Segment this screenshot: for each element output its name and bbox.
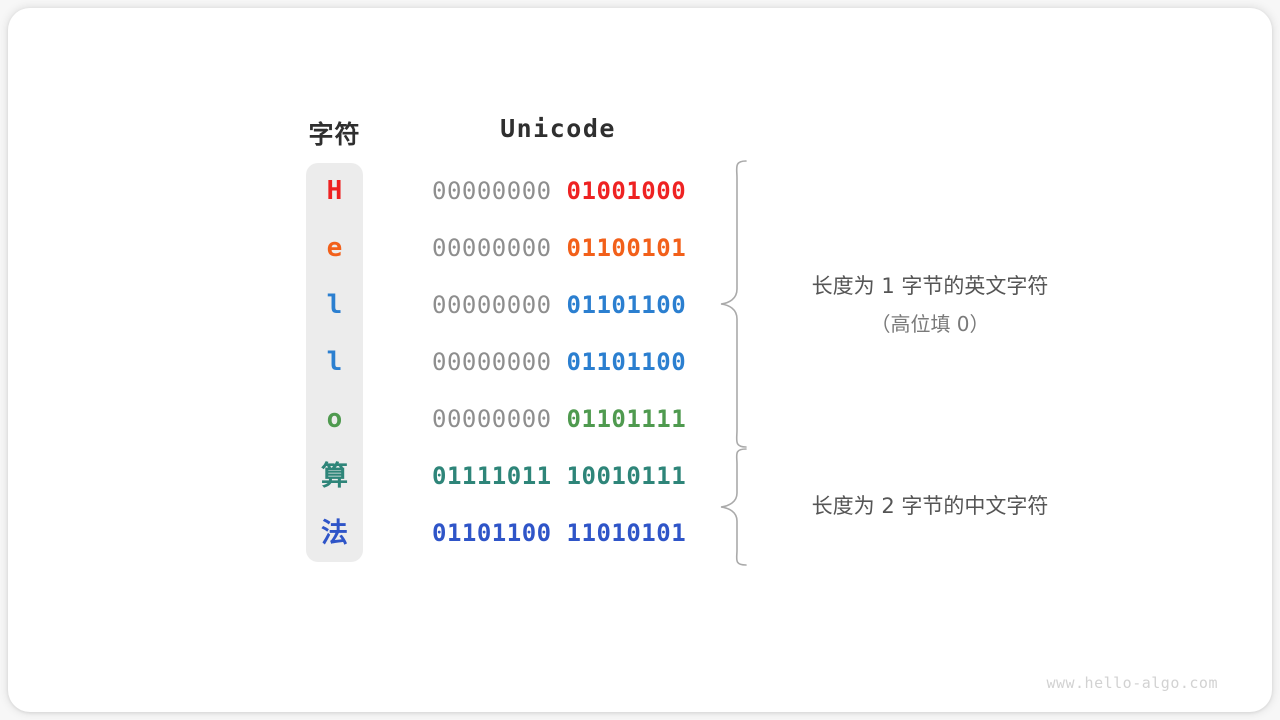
annotation-2-byte: 长度为 2 字节的中文字符: [784, 490, 1076, 520]
high-byte: 01101100: [432, 519, 552, 547]
character-cell: o: [326, 404, 343, 434]
high-byte: 00000000: [432, 405, 552, 433]
character-cell: H: [326, 176, 343, 206]
unicode-bits-cell: 00000000 01101100: [432, 334, 687, 391]
character-cell: 法: [321, 518, 348, 549]
high-byte: 00000000: [432, 177, 552, 205]
white-card: [8, 8, 1272, 712]
character-cell: l: [326, 290, 343, 320]
annotation-2-main: 长度为 2 字节的中文字符: [811, 494, 1049, 518]
character-cell: e: [326, 233, 343, 263]
watermark: www.hello-algo.com: [1046, 674, 1218, 692]
unicode-bits-cell: 00000000 01101111: [432, 391, 687, 448]
unicode-bits-cell: 01101100 11010101: [432, 505, 687, 562]
unicode-bits-cell: 01111011 10010111: [432, 448, 687, 505]
high-byte: 01111011: [432, 462, 552, 490]
low-byte: 01101111: [566, 405, 687, 433]
high-byte: 00000000: [432, 234, 552, 262]
unicode-bits-cell: 00000000 01100101: [432, 220, 687, 277]
annotation-1-main: 长度为 1 字节的英文字符: [811, 274, 1049, 298]
high-byte: 00000000: [432, 348, 552, 376]
annotation-1-sub: （高位填 0）: [870, 312, 990, 336]
low-byte: 11010101: [566, 519, 687, 547]
character-column-background: [306, 163, 363, 562]
low-byte: 10010111: [566, 462, 687, 490]
low-byte: 01101100: [566, 291, 687, 319]
character-cell: 算: [321, 461, 348, 492]
low-byte: 01001000: [566, 177, 687, 205]
column-header-character: 字符: [308, 120, 361, 149]
annotation-1-byte: 长度为 1 字节的英文字符 （高位填 0）: [784, 270, 1076, 337]
unicode-bits-cell: 00000000 01101100: [432, 277, 687, 334]
brace-2-byte-icon: [720, 448, 747, 566]
high-byte: 00000000: [432, 291, 552, 319]
unicode-bits-cell: 00000000 01001000: [432, 163, 687, 220]
low-byte: 01101100: [566, 348, 687, 376]
column-header-unicode: Unicode: [500, 114, 616, 143]
character-cell: l: [326, 347, 343, 377]
brace-1-byte-icon: [720, 160, 747, 448]
low-byte: 01100101: [566, 234, 687, 262]
